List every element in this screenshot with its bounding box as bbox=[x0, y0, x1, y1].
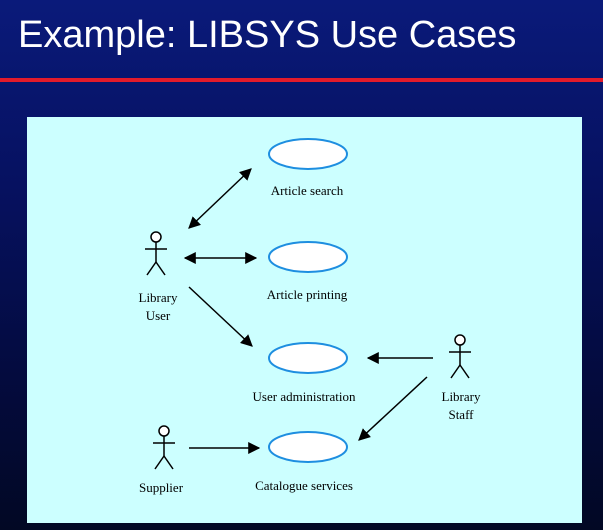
use-case-catalogue-services: Catalogue services bbox=[255, 431, 353, 493]
title-rule bbox=[0, 78, 603, 82]
association-arrow bbox=[188, 168, 252, 229]
use-case-label: User administration bbox=[253, 389, 356, 404]
stick-figure-icon bbox=[449, 334, 471, 379]
use-case-label: Article search bbox=[271, 183, 344, 198]
actor-label-line-2: User bbox=[146, 308, 171, 323]
stick-figure-icon bbox=[153, 425, 175, 470]
association-arrow bbox=[188, 286, 253, 347]
diagram-canvas: Library User Library Staff bbox=[139, 138, 481, 495]
actor-label: Supplier bbox=[139, 480, 184, 495]
use-case-label: Article printing bbox=[267, 287, 348, 302]
stick-figure-icon bbox=[145, 231, 167, 276]
use-case-ellipse bbox=[268, 342, 348, 374]
actor-library-staff: Library Staff bbox=[442, 334, 481, 422]
actor-label-line-1: Library bbox=[442, 389, 481, 404]
use-case-user-administration: User administration bbox=[253, 342, 356, 404]
use-case-ellipse bbox=[268, 138, 348, 170]
slide-title: Example: LIBSYS Use Cases bbox=[18, 14, 517, 56]
actor-label-line-2: Staff bbox=[448, 407, 474, 422]
association-arrow bbox=[358, 376, 428, 441]
use-case-ellipse bbox=[268, 241, 348, 273]
use-case-ellipse bbox=[268, 431, 348, 463]
use-case-article-printing: Article printing bbox=[267, 241, 348, 302]
use-case-article-search: Article search bbox=[268, 138, 348, 198]
actor-library-user: Library User bbox=[139, 231, 178, 323]
actor-label-line-1: Library bbox=[139, 290, 178, 305]
actor-supplier: Supplier bbox=[139, 425, 184, 495]
use-case-label: Catalogue services bbox=[255, 478, 353, 493]
use-case-diagram: Library User Library Staff bbox=[27, 117, 582, 523]
